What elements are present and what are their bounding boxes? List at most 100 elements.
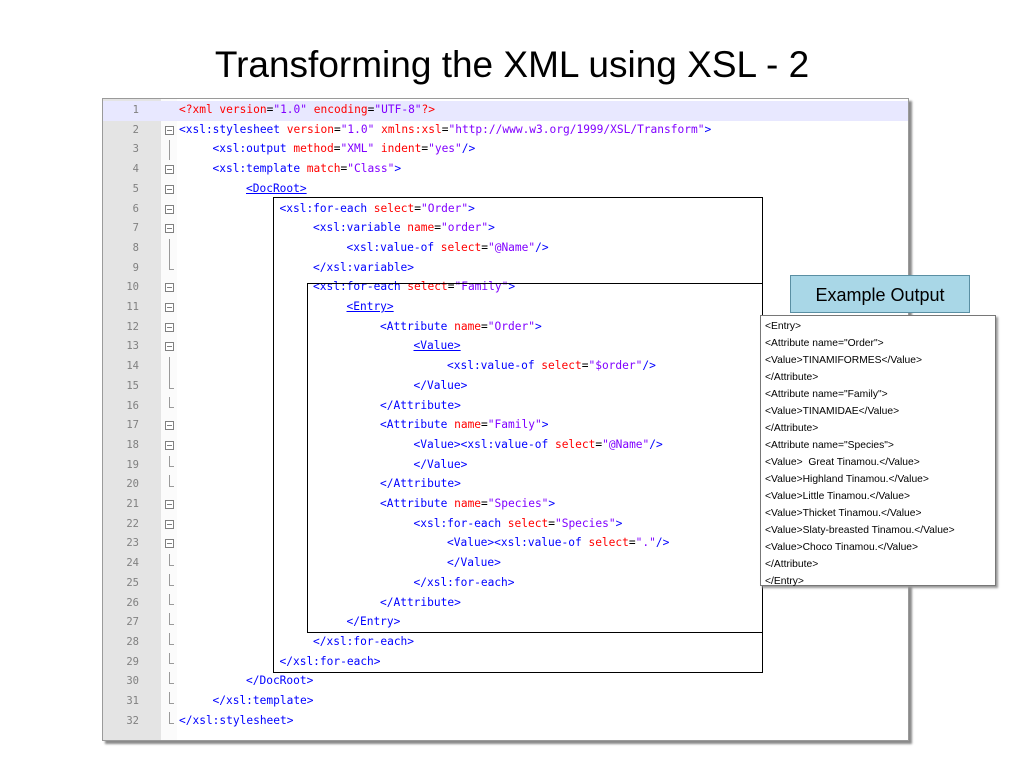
code-text[interactable]: </xsl:for-each>: [313, 635, 414, 648]
code-text[interactable]: </Entry>: [347, 615, 401, 628]
fold-collapse-icon[interactable]: [165, 165, 174, 175]
code-line: 17<Attribute name="Family">: [103, 416, 908, 436]
fold-collapse-icon[interactable]: [165, 421, 174, 431]
fold-collapse-icon[interactable]: [165, 440, 174, 450]
code-token-eq: =: [367, 103, 375, 116]
fold-guide-line: [169, 238, 170, 259]
fold-collapse-icon[interactable]: [165, 519, 174, 529]
code-text[interactable]: </Attribute>: [380, 596, 461, 609]
code-token-tag: >: [541, 418, 549, 432]
fold-collapse-icon[interactable]: [165, 184, 174, 194]
code-line: 22<xsl:for-each select="Species">: [103, 515, 908, 535]
fold-collapse-icon[interactable]: [165, 322, 174, 332]
code-token-tag: <DocRoot>: [246, 181, 307, 195]
code-line: 26</Attribute>: [103, 593, 908, 614]
code-token-attr: select: [440, 240, 482, 254]
output-line: <Value>Little Tinamou.</Value>: [765, 491, 911, 502]
code-text[interactable]: </xsl:template>: [213, 694, 314, 707]
code-text[interactable]: </Attribute>: [380, 477, 461, 490]
code-text[interactable]: <Value>: [414, 339, 461, 352]
code-text[interactable]: </DocRoot>: [246, 674, 313, 687]
fold-guide-line: [169, 357, 170, 377]
code-token-attr: select: [407, 280, 448, 294]
fold-guide-line: [169, 593, 170, 605]
code-token-tag: />: [461, 142, 476, 156]
output-line: </Attribute>: [765, 423, 819, 434]
fold-collapse-icon[interactable]: [165, 539, 174, 549]
fold-end-mark: [169, 643, 174, 645]
fold-guide-line: [169, 475, 170, 487]
fold-collapse-icon[interactable]: [165, 224, 174, 234]
code-token-eq: =: [441, 122, 449, 136]
fold-guide-line: [169, 632, 170, 644]
code-token-attr: name: [454, 319, 482, 333]
code-text[interactable]: <Value><xsl:value-of select="."/>: [447, 536, 669, 549]
code-text[interactable]: </Value>: [447, 556, 501, 569]
code-line: 4<xsl:template match="Class">: [103, 160, 908, 180]
code-text[interactable]: <Attribute name="Species">: [380, 497, 555, 510]
code-text[interactable]: <xsl:for-each select="Family">: [313, 280, 515, 293]
code-text[interactable]: <xsl:for-each select="Order">: [280, 202, 475, 215]
fold-end-mark: [169, 564, 174, 566]
fold-collapse-icon[interactable]: [165, 283, 174, 293]
code-text[interactable]: <xsl:for-each select="Species">: [414, 517, 623, 530]
code-text[interactable]: <?xml version="1.0" encoding="UTF-8"?>: [179, 103, 435, 116]
code-token-eq: =: [628, 536, 636, 550]
code-line: 23<Value><xsl:value-of select="."/>: [103, 534, 908, 554]
code-token-eq: =: [595, 437, 603, 451]
output-line: <Value> Great Tinamou.</Value>: [765, 457, 920, 468]
code-token-attr: method: [293, 142, 334, 156]
code-text[interactable]: <DocRoot>: [246, 182, 307, 195]
fold-collapse-icon[interactable]: [165, 125, 174, 135]
code-text[interactable]: <xsl:template match="Class">: [213, 162, 402, 175]
line-number: 19: [126, 458, 139, 471]
code-token-val: "Species": [487, 497, 549, 510]
code-text[interactable]: </xsl:variable>: [313, 261, 414, 274]
output-line: <Value>TINAMIDAE</Value>: [765, 406, 900, 417]
example-output-label: Example Output: [790, 275, 970, 313]
code-text[interactable]: </Attribute>: [380, 399, 461, 412]
line-number: 3: [132, 143, 139, 156]
line-number: 27: [126, 616, 139, 629]
fold-collapse-icon[interactable]: [165, 303, 174, 312]
code-line: 12<Attribute name="Order">: [103, 318, 908, 338]
line-number: 10: [126, 281, 139, 294]
output-line: </Attribute>: [765, 372, 819, 383]
code-token-tag: />: [642, 359, 656, 373]
code-text[interactable]: <Attribute name="Order">: [380, 320, 542, 333]
code-text[interactable]: <xsl:value-of select="@Name"/>: [347, 241, 549, 254]
code-line: 27 </Entry>: [103, 613, 908, 633]
line-number: 20: [126, 478, 139, 491]
code-text[interactable]: </Value>: [414, 379, 468, 392]
code-text[interactable]: </xsl:for-each>: [280, 655, 381, 668]
line-number: 1: [132, 104, 139, 116]
code-token-tag: />: [535, 240, 549, 254]
code-text[interactable]: <xsl:stylesheet version="1.0" xmlns:xsl=…: [179, 123, 711, 136]
code-line: 10 <xsl:for-each select="Family">: [103, 278, 908, 298]
fold-collapse-icon[interactable]: [165, 500, 174, 509]
code-text[interactable]: <Attribute name="Family">: [380, 418, 548, 431]
fold-collapse-icon[interactable]: [165, 204, 174, 214]
code-text[interactable]: </xsl:for-each>: [414, 576, 515, 589]
code-line: 32</xsl:stylesheet>: [103, 711, 908, 732]
fold-collapse-icon[interactable]: [165, 342, 174, 352]
code-token-tag: <xsl:value-of: [494, 536, 589, 550]
code-text[interactable]: </Value>: [414, 458, 468, 471]
example-output-panel: <Entry><Attribute name="Order"><Value>TI…: [760, 315, 996, 587]
code-text[interactable]: </xsl:stylesheet>: [179, 714, 294, 727]
code-token-tag: </xsl:variable>: [313, 260, 415, 274]
code-token-attr: version: [219, 103, 267, 116]
code-text[interactable]: <xsl:output method="XML" indent="yes"/>: [213, 142, 476, 155]
code-text[interactable]: <Entry>: [347, 300, 394, 313]
code-token-tag: >: [704, 122, 712, 136]
code-text[interactable]: <xsl:variable name="order">: [313, 221, 495, 234]
code-text[interactable]: <xsl:value-of select="$order"/>: [447, 359, 656, 372]
code-line: 19 </Value>: [103, 455, 908, 476]
fold-end-mark: [169, 486, 174, 488]
output-line: <Entry>: [765, 321, 802, 332]
fold-guide-line: [169, 140, 170, 161]
code-token-eq: =: [548, 516, 555, 530]
line-number: 16: [126, 399, 139, 412]
code-token-tag: <Attribute: [380, 497, 455, 510]
code-text[interactable]: <Value><xsl:value-of select="@Name"/>: [414, 438, 663, 451]
